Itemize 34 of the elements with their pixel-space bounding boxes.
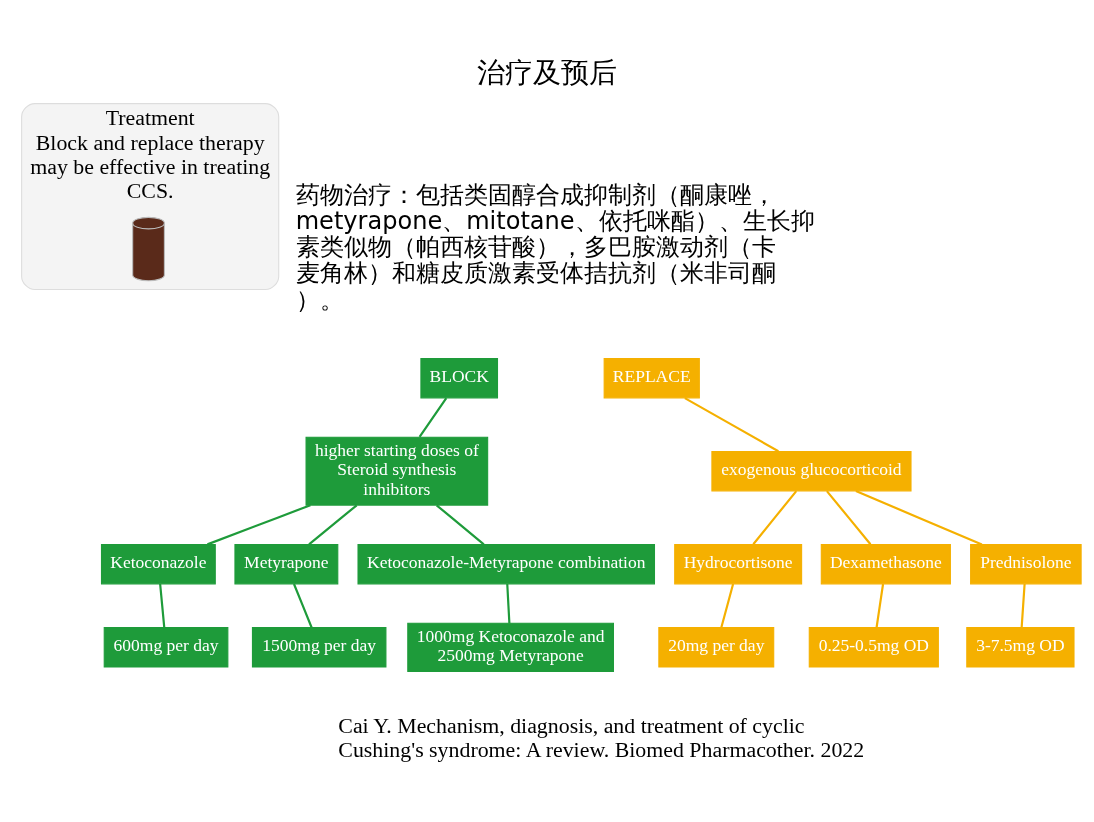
connector bbox=[308, 504, 358, 546]
connector bbox=[1020, 583, 1026, 628]
node-box: REPLACE bbox=[603, 357, 700, 399]
connector bbox=[684, 397, 779, 453]
connector bbox=[418, 397, 448, 438]
node-box: Dexamethasone bbox=[820, 543, 951, 585]
label: 药物治疗：包括类固醇合成抑制剂（酮康唑，metyrapone、mitotane、依托咪酯）、生长抑素类似物（帕西核苷酸），多巴胺激动剂（卡麦角林）和糖皮质激素受体拮抗剂（米非司酮）。 bbox=[295, 180, 815, 314]
node-box: 0.25-0.5mg OD bbox=[808, 627, 939, 668]
connector bbox=[875, 583, 885, 628]
caption: Cai Y. Mechanism, diagnosis, and treatment of cyclic Cushing's syndrome: A review. Biomed Pharmacother. 2022 bbox=[338, 713, 865, 762]
connector bbox=[752, 490, 798, 545]
connector bbox=[720, 583, 735, 628]
node-box: 1500mg per day bbox=[251, 627, 387, 668]
node-box: 1000mg Ketoconazole and 2500mg Metyrapone bbox=[407, 622, 614, 672]
node-box: Prednisolone bbox=[970, 543, 1082, 585]
connector bbox=[855, 490, 983, 546]
diagram-title: 治疗及预后 bbox=[477, 55, 617, 88]
cluster: Treatment Block and replace therapy may be effective in treating CCS. bbox=[21, 103, 280, 291]
connector bbox=[826, 490, 872, 545]
node-box: Ketoconazole bbox=[100, 543, 216, 585]
node-box: 20mg per day bbox=[658, 627, 775, 668]
connector bbox=[292, 583, 313, 628]
connector bbox=[506, 583, 511, 624]
connector bbox=[435, 504, 485, 546]
node-box: higher starting doses of Steroid synthesis inhibitors bbox=[305, 436, 489, 506]
node-box: exogenous glucocorticoid bbox=[711, 450, 912, 492]
node-box: Ketoconazole-Metyrapone combination bbox=[357, 543, 656, 585]
connector bbox=[159, 583, 166, 628]
node-box: Metyrapone bbox=[234, 543, 339, 585]
connector bbox=[207, 504, 311, 546]
node-box: Hydrocortisone bbox=[674, 543, 803, 585]
node-box: BLOCK bbox=[420, 357, 499, 399]
node-box: 600mg per day bbox=[103, 627, 229, 668]
node-box: 3-7.5mg OD bbox=[966, 627, 1075, 668]
